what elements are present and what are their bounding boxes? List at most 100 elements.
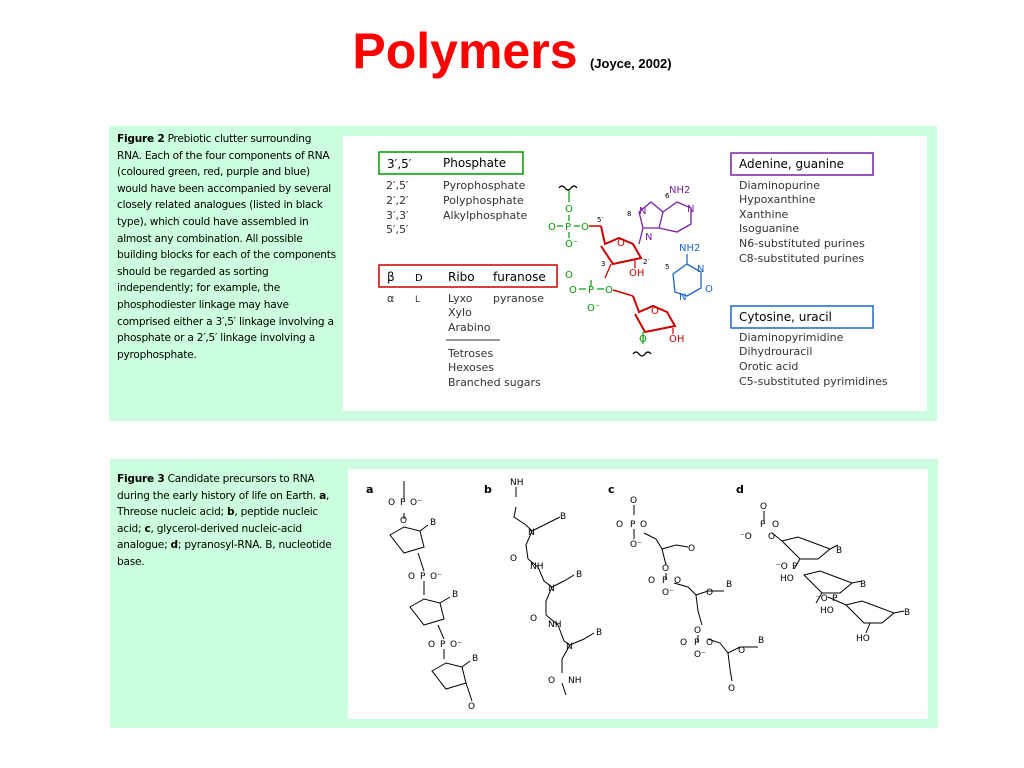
tna-o1-minus: O⁻ (410, 498, 422, 508)
figure3-c-text: glycerol-derived nucleic-acid analogue; (117, 522, 302, 552)
sugar-furanose: furanose (493, 270, 546, 284)
pna-o3: O (548, 676, 555, 686)
purine-box-label: Adenine, guanine (739, 157, 844, 171)
prna-ho1: HO (780, 574, 794, 584)
ribose2-oh: OH (669, 334, 684, 345)
gna-o7: O (674, 576, 681, 586)
figure2-illustration: 3′,5′ Phosphate 2′,5′ 2′,2′ 3′,3′ 5′,5′ … (343, 136, 927, 411)
gna-o5: O (662, 564, 669, 574)
p1-o-right: O (581, 222, 589, 233)
gna-o8: O (706, 588, 713, 598)
ribose1-oh: OH (629, 268, 644, 279)
phos-col1-3: 5′,5′ (386, 223, 409, 236)
p2-o-right: O (605, 285, 613, 296)
p1-o-minus: O⁻ (565, 239, 578, 250)
purine-item-4: N6-substituted purines (739, 237, 865, 250)
tna-o1: O (388, 498, 395, 508)
pyrimidine-item-0: Diaminopyrimidine (739, 331, 844, 344)
gna-o1: O (630, 496, 637, 506)
prna-b1: B (836, 546, 842, 556)
rna-dinucleotide-structure: O O P O O⁻ 5′ O 3 2′ OH (548, 185, 713, 357)
prna-p3: P (832, 594, 838, 604)
phosphate-box (378, 151, 524, 175)
citation: (Joyce, 2002) (589, 56, 672, 71)
pyrimidine-box-label: Cytosine, uracil (739, 310, 832, 324)
gna-o-minus2: O⁻ (662, 588, 674, 598)
panel-a-label: a (366, 483, 373, 496)
figure3-a-text: Threose nucleic acid; (117, 506, 224, 519)
tna-labels: P O O⁻ O B P O O⁻ B P O O⁻ B O (388, 498, 478, 712)
label-8: 8 (627, 210, 631, 218)
gna-o3: O (640, 520, 647, 530)
prna-p1: P (760, 520, 766, 530)
gna-b2: B (758, 636, 764, 646)
tna-b3: B (472, 654, 478, 664)
figure3-c: c (144, 522, 151, 535)
label-3: 3 (601, 260, 605, 268)
prna-o3: O (768, 532, 775, 542)
sugar-branched: Branched sugars (448, 376, 541, 389)
figure3-caption-a: Candidate precursors to RNA during the e… (117, 473, 316, 502)
ribose1-o: O (617, 238, 625, 249)
gna-o4: O (688, 544, 695, 554)
tna-o4: O (428, 640, 435, 650)
sugar-beta: β (387, 270, 395, 284)
tna-o4-minus: O⁻ (450, 640, 462, 650)
gna-p1: P (630, 520, 636, 530)
gna-o6: O (648, 576, 655, 586)
p2-o-left: O (569, 285, 577, 296)
p1-o-top: O (565, 204, 573, 215)
prna-o1: O (760, 502, 767, 512)
gna-o2: O (616, 520, 623, 530)
p2-o-top: O (565, 270, 573, 281)
figure3-caption: Figure 3 Candidate precursors to RNA dur… (117, 473, 332, 568)
tna-p2: P (420, 572, 426, 582)
tna-b2: B (452, 590, 458, 600)
purine-box (730, 152, 874, 176)
purine-n-a: N (639, 206, 646, 217)
phosphate-box-right: Phosphate (443, 156, 506, 170)
purine-item-5: C8-substituted purines (739, 252, 865, 265)
tna-o3: O (408, 572, 415, 582)
prna-ho2: HO (820, 606, 834, 616)
sugar-d: D (415, 273, 423, 284)
phos-col1-2: 3′,3′ (386, 209, 409, 222)
gna-structure (633, 505, 758, 682)
prna-labels: O P ⁻O O O B ⁻O P HO B ⁻O P HO B HO (740, 502, 910, 644)
prna-p2: P (792, 562, 798, 572)
phosphate-box-left: 3′,5′ (387, 157, 412, 171)
figure3-label: Figure 3 (117, 473, 165, 485)
label-6: 6 (665, 192, 670, 200)
gna-o-minus3: O⁻ (694, 650, 706, 660)
gna-o13: O (728, 684, 735, 694)
pyrimidine-n-b: N (679, 292, 686, 303)
pna-n2: N (548, 584, 555, 594)
sugar-pyranose: pyranose (493, 292, 544, 305)
ribose2-o: O (651, 306, 659, 317)
pna-structure (513, 487, 595, 696)
sugar-box (378, 264, 558, 288)
tna-o2: O (400, 516, 407, 526)
purine-item-2: Xanthine (739, 208, 789, 221)
pna-n3: N (566, 642, 573, 652)
tna-b1: B (430, 518, 436, 528)
sugar-hexoses: Hexoses (448, 361, 494, 374)
purine-n-b: N (645, 232, 652, 243)
gna-labels: O P O O O⁻ O O P O O O⁻ O B O P O O O⁻ O… (616, 496, 764, 694)
pna-nh1: NH (510, 478, 524, 488)
purine-item-1: Hypoxanthine (739, 193, 816, 206)
gna-o9: O (694, 626, 701, 636)
prna-structure (763, 511, 905, 634)
purine-item-3: Isoguanine (739, 222, 799, 235)
pna-nh2: NH (530, 562, 544, 572)
phos-col1-0: 2′,5′ (386, 179, 409, 192)
slide-title: Polymers (Joyce, 2002) (0, 22, 1024, 80)
gna-p2: P (662, 576, 668, 586)
pna-b1: B (560, 512, 566, 522)
gna-o-minus1: O⁻ (630, 540, 642, 550)
pyrimidine-item-2: Orotic acid (739, 360, 798, 373)
tna-o5: O (468, 702, 475, 712)
label-5: 5 (665, 263, 669, 271)
pna-nh4: NH (568, 676, 582, 686)
label-5prime: 5′ (597, 216, 603, 224)
